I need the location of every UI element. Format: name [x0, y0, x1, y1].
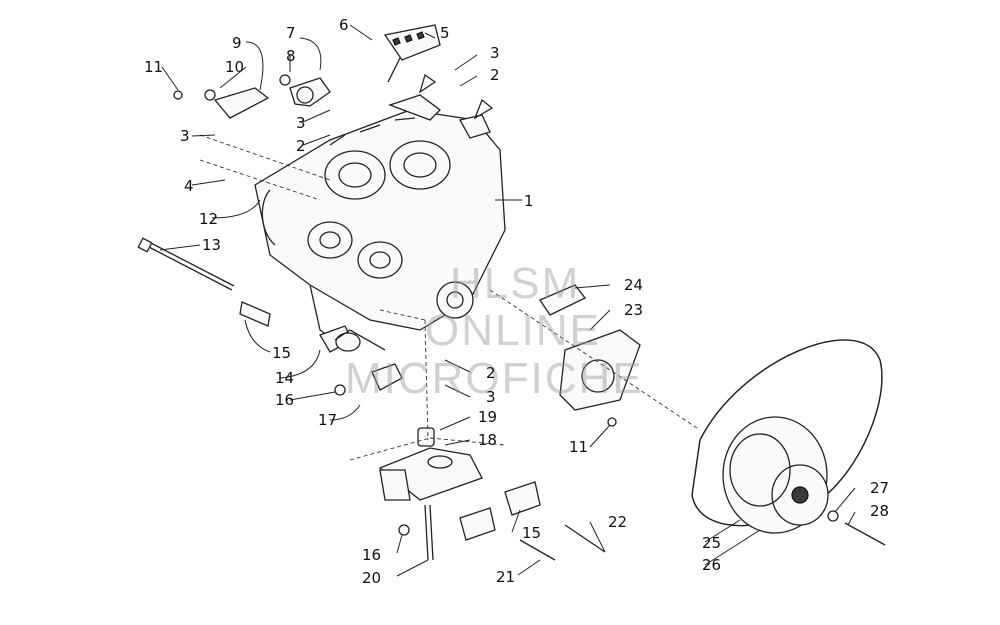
callout-11-upper: 11 [144, 58, 163, 76]
callout-3: 3 [490, 44, 500, 62]
lower-mounts [239, 301, 403, 396]
callout-16-upper: 16 [275, 391, 294, 409]
callout-2-mid: 2 [296, 137, 306, 155]
callout-labels: 1 2 3 4 5 6 7 8 9 10 11 3 2 3 12 13 15 1… [144, 16, 889, 587]
upper-mount-brackets [173, 74, 331, 119]
callout-15-upper: 15 [272, 344, 291, 362]
callout-28: 28 [870, 502, 889, 520]
callout-2-lower: 2 [486, 364, 496, 382]
callout-3-left: 3 [180, 127, 190, 145]
callout-19: 19 [478, 408, 497, 426]
callout-24: 24 [624, 276, 643, 294]
callout-18: 18 [478, 431, 497, 449]
callout-3-lower: 3 [486, 388, 496, 406]
callout-26: 26 [702, 556, 721, 574]
engine-assembly [254, 73, 506, 346]
callout-11-lower: 11 [569, 438, 588, 456]
callout-22: 22 [608, 513, 627, 531]
callout-3-mid: 3 [296, 114, 306, 132]
watermark-line2: ONLINE [425, 306, 601, 355]
bolt-13 [137, 237, 235, 291]
callout-8: 8 [286, 47, 296, 65]
callout-4: 4 [184, 177, 194, 195]
callout-16-lower: 16 [362, 546, 381, 564]
drive-clutch [691, 339, 886, 546]
callout-9: 9 [232, 34, 242, 52]
starter-handle [383, 24, 441, 83]
alignment-lines [199, 134, 701, 461]
callout-7: 7 [286, 24, 296, 42]
watermark: HLSM ONLINE MICROFICHE [345, 259, 644, 403]
callout-2: 2 [490, 66, 500, 84]
lower-bushings-15 [459, 481, 606, 561]
callout-10: 10 [225, 58, 244, 76]
callout-12: 12 [199, 210, 218, 228]
callout-23: 23 [624, 301, 643, 319]
callout-6: 6 [339, 16, 349, 34]
callout-1: 1 [524, 192, 534, 210]
callout-14: 14 [275, 369, 294, 387]
callout-25: 25 [702, 534, 721, 552]
callout-17: 17 [318, 411, 337, 429]
callout-27: 27 [870, 479, 889, 497]
callout-15-lower: 15 [522, 524, 541, 542]
watermark-line1: HLSM [450, 259, 580, 308]
callout-5: 5 [440, 24, 450, 42]
callout-13: 13 [202, 236, 221, 254]
callout-21: 21 [496, 568, 515, 586]
watermark-line3: MICROFICHE [345, 354, 644, 403]
leader-lines [159, 24, 856, 577]
bracket-18 [378, 427, 483, 561]
callout-20: 20 [362, 569, 381, 587]
